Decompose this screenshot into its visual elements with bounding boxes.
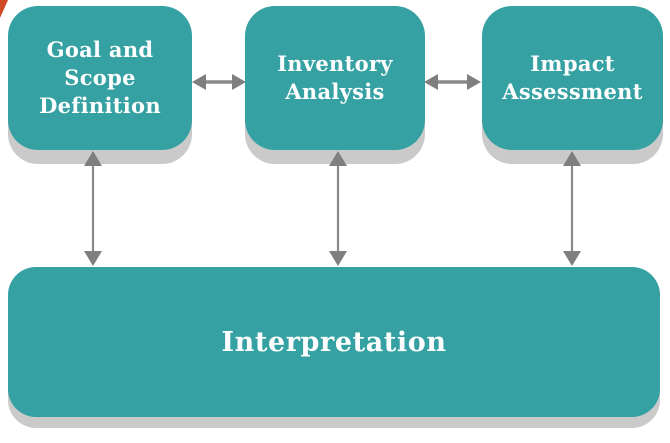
box-goal-scope-definition: Goal and Scope Definition	[8, 6, 192, 150]
red-corner-artifact	[0, 0, 8, 18]
box-label-line: Analysis	[285, 79, 385, 104]
double-arrow-impact-interpretation-icon	[563, 151, 581, 266]
double-arrow-inventory-interpretation-icon	[329, 151, 347, 266]
box-label-line: Definition	[39, 93, 161, 118]
box-label-line: Goal and Scope	[46, 37, 154, 90]
box-label-line: Inventory	[277, 51, 393, 76]
double-arrow-inventory-impact-icon	[424, 74, 481, 90]
double-arrow-goal-inventory-icon	[192, 74, 246, 90]
box-label-line: Interpretation	[221, 326, 447, 358]
box-label-line: Impact	[530, 51, 615, 76]
double-arrow-goal-interpretation-icon	[84, 151, 102, 266]
box-interpretation: Interpretation	[8, 267, 660, 417]
box-label-line: Assessment	[502, 79, 643, 104]
box-impact-assessment: Impact Assessment	[482, 6, 663, 150]
box-inventory-analysis: Inventory Analysis	[245, 6, 425, 150]
